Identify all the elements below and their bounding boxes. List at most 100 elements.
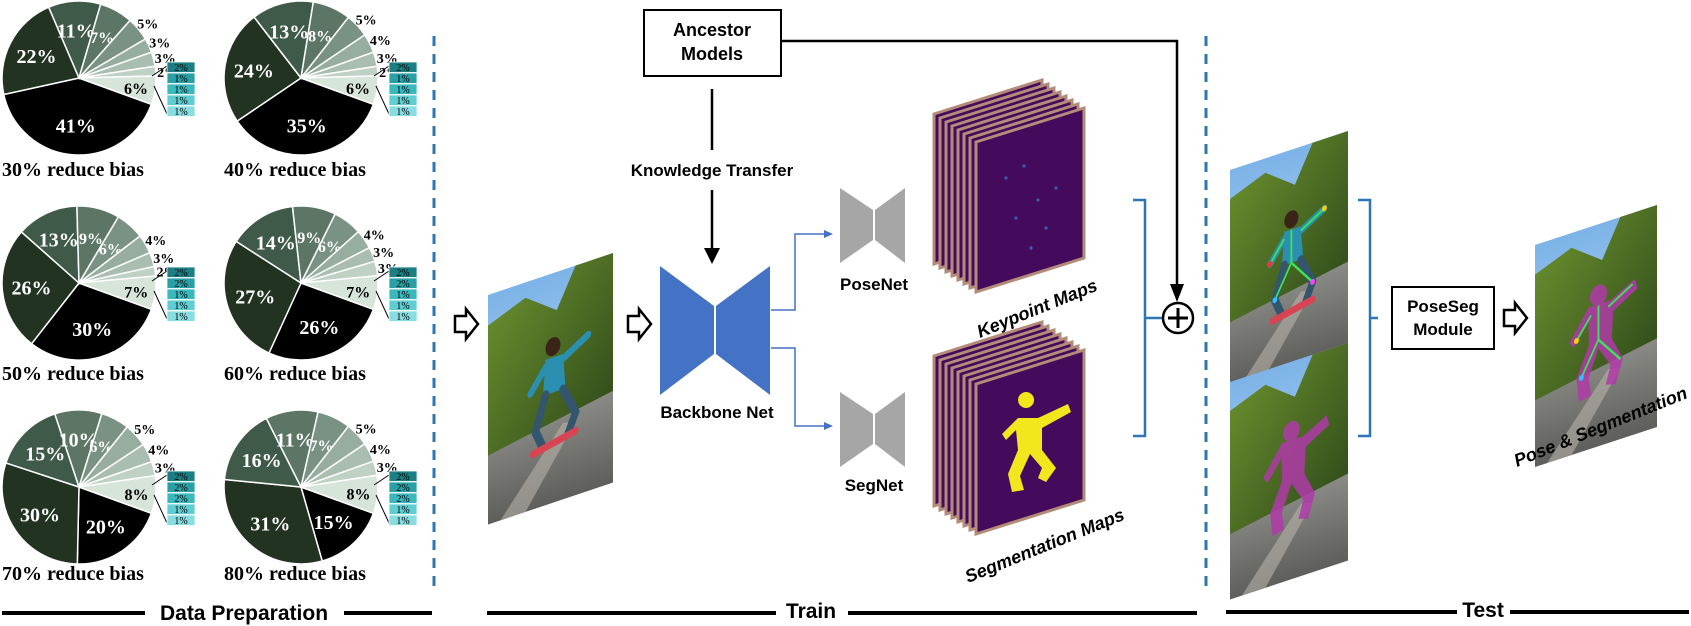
feature-map	[974, 105, 1086, 295]
legend-label: 2%	[174, 268, 187, 279]
pie-chart: 41%22%11%7%5%3%3%2%6%2%1%1%1%1%30% reduc…	[1, 0, 196, 181]
legend-swatch	[388, 72, 418, 84]
pie-chart: 35%24%13%8%5%4%3%2%6%2%1%1%1%1%40% reduc…	[223, 0, 418, 181]
legend-swatch	[388, 83, 418, 95]
legend-label: 1%	[174, 290, 187, 301]
legend-label: 1%	[396, 290, 409, 301]
pie-slice-label: 14%	[256, 232, 296, 254]
plus-circle-icon	[1161, 301, 1195, 335]
pie-slice-label: 7%	[346, 284, 370, 301]
pie-slice-label: 4%	[364, 229, 385, 244]
legend-label: 2%	[396, 268, 409, 279]
segnet-block	[840, 392, 905, 467]
section-data-preparation: Data Preparation	[2, 602, 432, 625]
pie-slice-label: 8%	[347, 487, 371, 504]
legend-swatch	[388, 299, 418, 311]
legend-swatch	[388, 470, 418, 482]
pie-slice-label: 13%	[269, 22, 309, 44]
pie-slice	[235, 205, 302, 285]
pie-caption: 60% reduce bias	[224, 363, 366, 385]
legend-label: 1%	[396, 96, 409, 107]
ancestor-to-plus-line	[781, 39, 1179, 298]
pie-slice-label: 4%	[370, 34, 391, 49]
pie-slice-label: 3%	[149, 36, 170, 51]
pie-slice-label: 9%	[297, 230, 321, 247]
keypoint-dot	[1022, 164, 1026, 168]
pie-slice-label: 7%	[90, 30, 114, 47]
test-bracket	[1358, 198, 1378, 438]
keypoint-dot	[1054, 186, 1058, 190]
legend-label: 2%	[396, 63, 409, 74]
legend-swatch	[166, 299, 196, 311]
pie-slice-label: 5%	[137, 18, 158, 33]
pie-caption: 40% reduce bias	[224, 159, 366, 181]
pie-chart-grid: 41%22%11%7%5%3%3%2%6%2%1%1%1%1%30% reduc…	[1, 0, 418, 585]
legend-label: 1%	[174, 74, 187, 85]
legend-swatch	[388, 94, 418, 106]
legend-swatch	[166, 288, 196, 300]
legend-label: 1%	[396, 74, 409, 85]
pie-slice-label: 8%	[308, 28, 332, 45]
legend-label: 1%	[174, 505, 187, 516]
legend-swatch	[388, 266, 418, 278]
backbone-to-posenet-line	[771, 233, 828, 311]
pie-caption: 50% reduce bias	[2, 363, 144, 385]
ancestor-label: Ancestor	[673, 20, 751, 40]
pie-slice	[268, 282, 375, 361]
pie-slice-label: 31%	[250, 514, 290, 536]
pie-slice-label: 4%	[148, 444, 169, 459]
arrow-head-icon	[824, 422, 833, 430]
pie-slice-label: 3%	[153, 252, 174, 267]
pie-slice-label: 7%	[310, 438, 334, 455]
legend-swatch	[166, 277, 196, 289]
legend-swatch	[166, 83, 196, 95]
pie-slice	[223, 478, 324, 565]
legend-label: 2%	[174, 63, 187, 74]
pie-slice-label: 3%	[373, 246, 394, 261]
pie-slice-label: 11%	[57, 20, 96, 42]
legend-label: 1%	[174, 301, 187, 312]
pie-slice-label: 5%	[356, 422, 377, 437]
legend-swatch	[166, 481, 196, 493]
output-image	[1535, 205, 1657, 467]
pie-slice-label: 22%	[17, 46, 57, 68]
poseseg-label: PoseSeg	[1407, 297, 1479, 316]
legend-label: 2%	[174, 472, 187, 483]
pie-slice	[1, 461, 80, 565]
pie-slice-label: 4%	[145, 234, 166, 249]
section-label-train: Train	[786, 600, 836, 623]
legend-swatch	[166, 61, 196, 73]
pie-slice	[78, 474, 157, 515]
legend-swatch	[388, 503, 418, 515]
pie-slice-label: 5%	[134, 423, 155, 438]
pie-slice	[223, 417, 303, 488]
legend-label: 2%	[396, 483, 409, 494]
keypoint-dot	[1029, 246, 1033, 250]
pie-small-slices-legend: 2%2%2%1%1%	[373, 470, 418, 527]
pie-slice-label: 6%	[346, 81, 370, 98]
legend-swatch	[166, 492, 196, 504]
legend-label: 2%	[396, 472, 409, 483]
posenet-block	[840, 188, 905, 263]
pie-slice	[2, 77, 153, 156]
legend-swatch	[388, 481, 418, 493]
legend-label: 1%	[396, 301, 409, 312]
pie-slice-label: 26%	[299, 317, 339, 339]
segmentation-maps-stack	[932, 319, 1086, 537]
pie-slice-label: 13%	[39, 230, 79, 252]
legend-label: 2%	[396, 494, 409, 505]
section-train: Train	[487, 600, 1197, 623]
pie-slice	[1, 6, 81, 96]
pie-slice-label: 26%	[12, 277, 52, 299]
pie-slice-label: 4%	[370, 443, 391, 458]
legend-label: 2%	[174, 279, 187, 290]
pie-caption: 70% reduce bias	[2, 563, 144, 585]
test-segmentation-image	[1230, 343, 1348, 600]
pie-slice	[20, 205, 80, 285]
pie-small-slices-legend: 2%2%2%1%1%	[151, 470, 196, 527]
keypoint-maps-stack	[932, 77, 1086, 295]
segmentation-mask	[1002, 392, 1071, 492]
legend-label: 1%	[396, 107, 409, 118]
arrow-head-icon	[704, 248, 720, 264]
legend-swatch	[388, 492, 418, 504]
